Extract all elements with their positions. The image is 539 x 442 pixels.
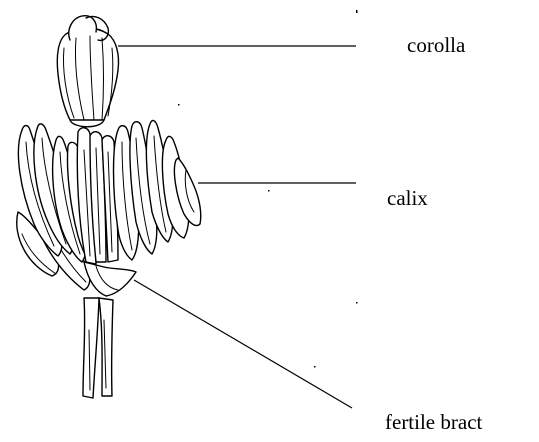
label-fertile-bract: fertile bract	[385, 412, 482, 433]
speck-marks	[178, 10, 358, 368]
central-petals	[77, 128, 118, 264]
corolla-bud	[57, 16, 118, 127]
flower-stem	[83, 298, 113, 398]
right-petals	[114, 121, 201, 260]
label-corolla: corolla	[407, 35, 465, 56]
leader-line-fertile-bract	[134, 280, 352, 408]
bract-base	[84, 262, 136, 296]
label-calix: calix	[387, 188, 428, 209]
